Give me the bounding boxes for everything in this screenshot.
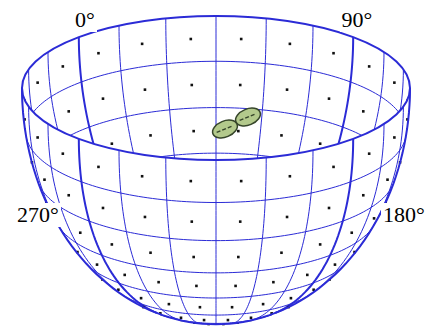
cell-dot — [199, 306, 202, 309]
cell-dot — [190, 220, 193, 223]
cell-dot — [362, 194, 365, 197]
cell-dot — [234, 285, 237, 288]
cell-dot — [332, 166, 335, 169]
cell-dot — [62, 65, 65, 68]
cell-dot — [203, 319, 206, 322]
cell-dot — [334, 263, 337, 266]
cell-dot — [141, 175, 144, 178]
meridian-line — [233, 158, 266, 324]
cell-dot — [144, 88, 147, 91]
cell-dot — [237, 256, 240, 259]
bowl-outline — [22, 88, 410, 324]
cell-dot — [373, 217, 376, 220]
cell-dot — [328, 207, 331, 210]
cell-dot — [36, 136, 39, 139]
cell-dot — [262, 303, 265, 306]
cell-dot — [393, 136, 396, 139]
bowl-rim — [22, 16, 410, 160]
cell-dot — [240, 180, 243, 183]
cell-dot — [332, 52, 335, 55]
cell-dot — [239, 220, 242, 223]
cell-dot — [149, 134, 152, 137]
cell-dot — [43, 178, 46, 181]
meridian-line — [251, 150, 313, 320]
cell-dot — [102, 97, 105, 100]
bowl-exterior — [22, 88, 410, 324]
cell-dot — [237, 130, 240, 133]
cell-dot — [290, 297, 293, 300]
cell-dot — [250, 316, 253, 319]
cell-dot — [111, 142, 114, 145]
cell-dot — [97, 52, 100, 55]
cell-dot — [386, 178, 389, 181]
cell-dot — [157, 281, 160, 284]
cell-dot — [192, 130, 195, 133]
cell-dot — [123, 274, 126, 277]
cell-dot — [350, 231, 353, 234]
cell-dot — [280, 251, 283, 254]
meridian-line — [166, 158, 199, 324]
cell-dot — [227, 319, 230, 322]
cell-dot — [240, 38, 243, 41]
cell-dot — [144, 216, 147, 219]
cell-dot — [286, 88, 289, 91]
cell-dot — [190, 84, 193, 87]
cell-dot — [36, 81, 39, 84]
green-object — [233, 105, 263, 130]
cell-dot — [67, 110, 70, 113]
cell-dot — [319, 142, 322, 145]
cell-dot — [111, 243, 114, 246]
angle-label: 0° — [73, 8, 97, 32]
cell-dot — [79, 231, 82, 234]
cell-dot — [272, 281, 275, 284]
cell-dot — [189, 180, 192, 183]
meridian-line — [216, 160, 217, 324]
cell-dot — [102, 207, 105, 210]
cell-dot — [189, 38, 192, 41]
cell-dot — [149, 251, 152, 254]
cell-dot — [239, 84, 242, 87]
cell-dot — [96, 263, 99, 266]
quadrant-line — [79, 139, 157, 313]
cell-dot — [195, 285, 198, 288]
cell-dot — [289, 43, 292, 46]
cell-dot — [62, 152, 65, 155]
cell-dot — [97, 166, 100, 169]
cell-dot — [368, 65, 371, 68]
cell-dot — [168, 303, 171, 306]
cell-dot — [368, 152, 371, 155]
cell-dot — [140, 297, 143, 300]
angle-label: 90° — [340, 8, 375, 32]
angle-label: 180° — [381, 203, 427, 227]
cell-dot — [280, 134, 283, 137]
cell-dot — [289, 175, 292, 178]
cell-dot — [306, 274, 309, 277]
cell-dot — [286, 216, 289, 219]
cell-dot — [180, 316, 183, 319]
cell-dot — [192, 256, 195, 259]
bowl-interior — [22, 16, 410, 325]
cell-dot — [231, 306, 234, 309]
cell-dot — [393, 81, 396, 84]
cell-dot — [141, 43, 144, 46]
angle-label: 270° — [15, 203, 61, 227]
cell-dot — [328, 97, 331, 100]
cell-dot — [362, 110, 365, 113]
cell-dot — [319, 243, 322, 246]
cell-dot — [67, 194, 70, 197]
